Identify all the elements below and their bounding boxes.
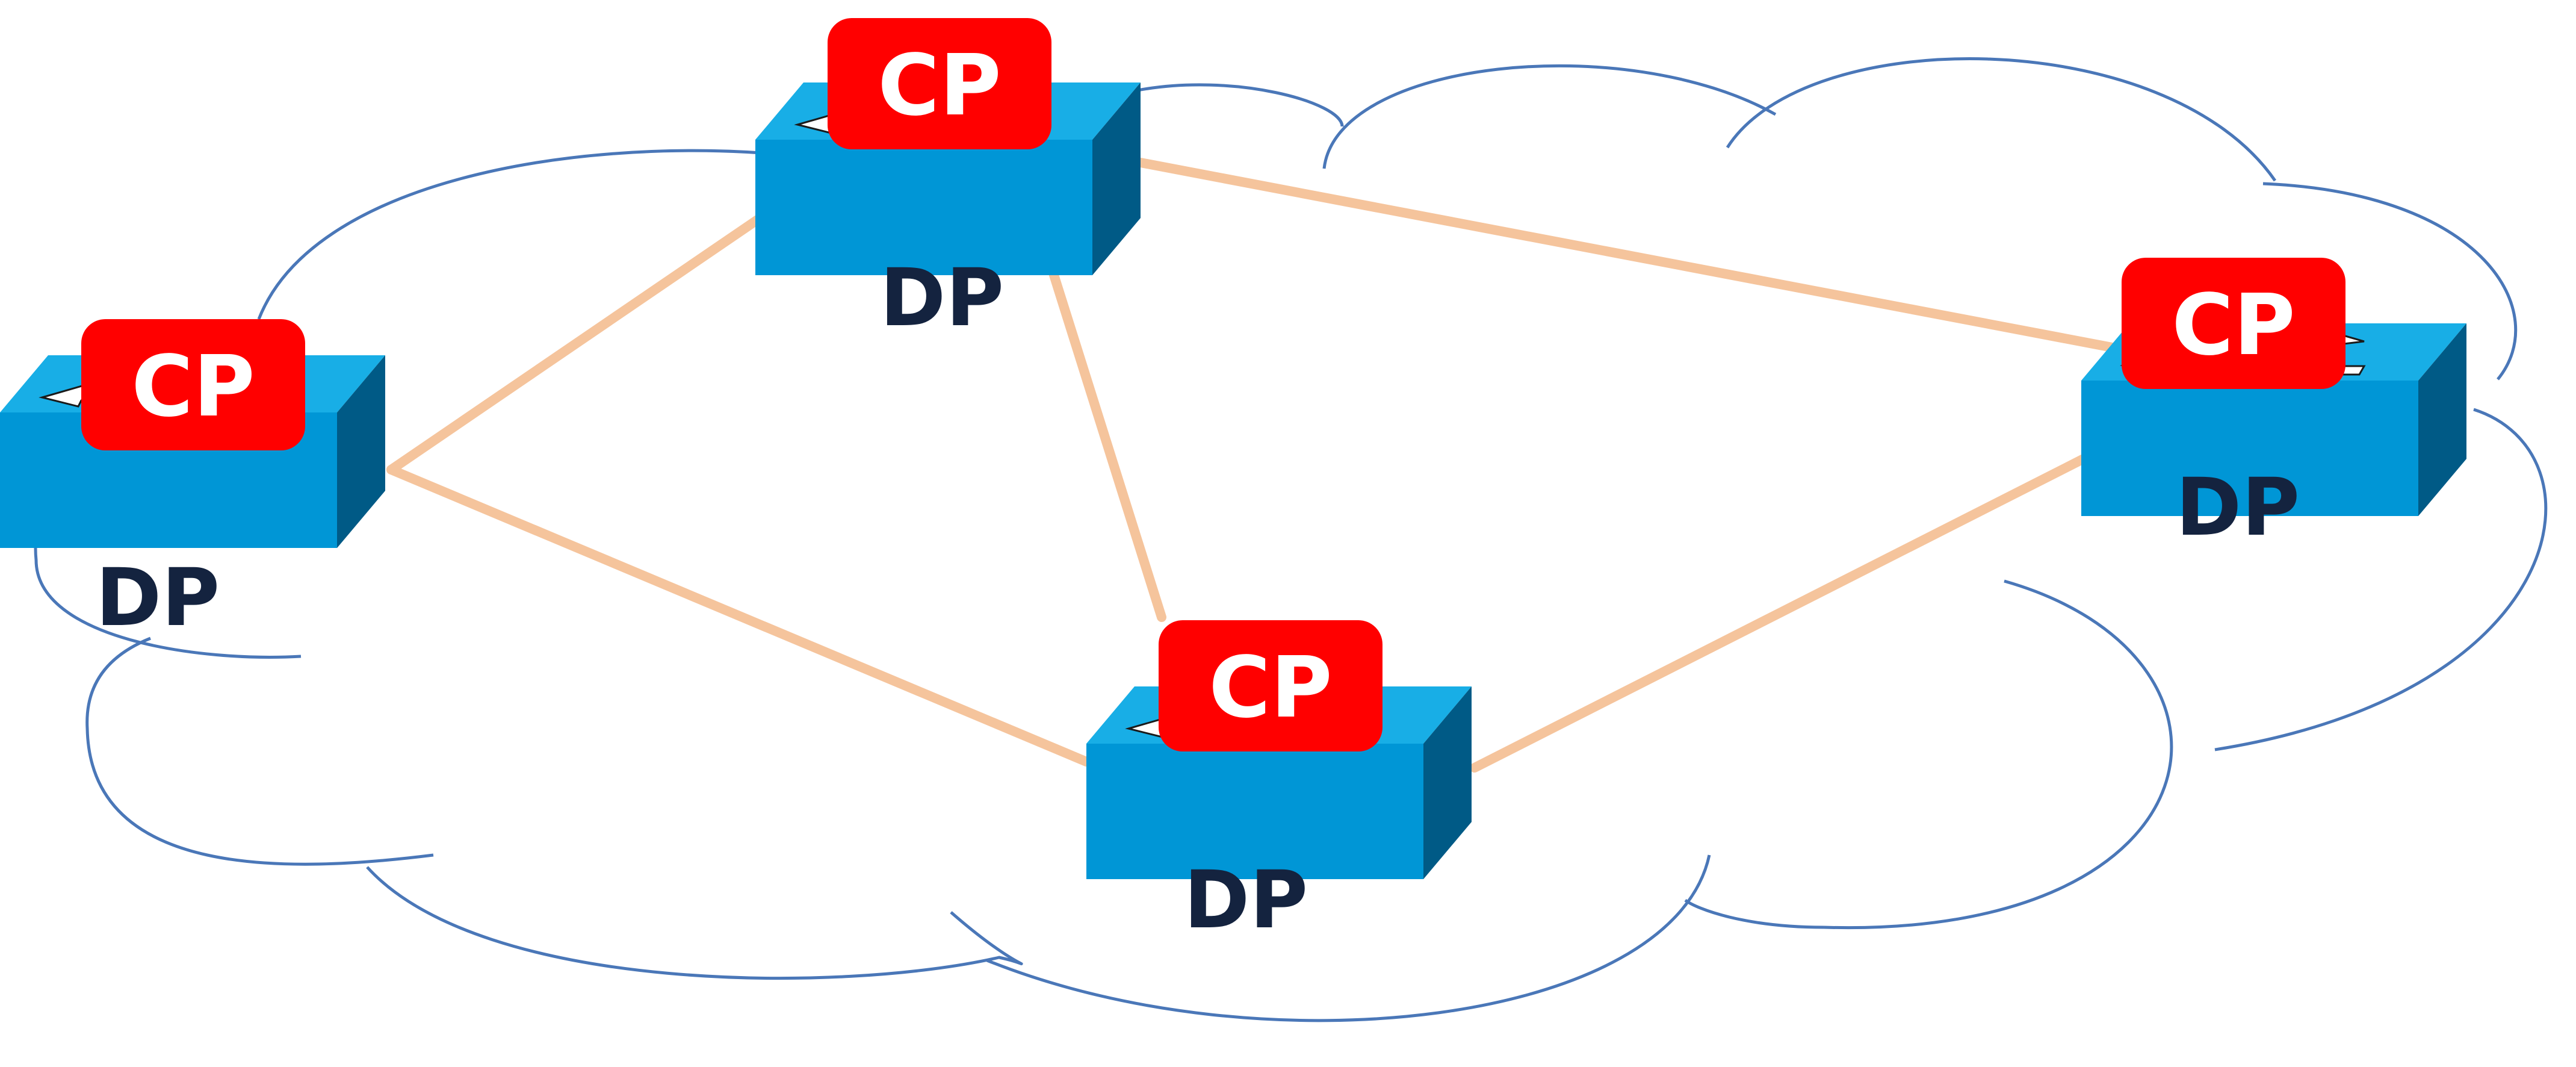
dp-label: DP [880,252,1004,344]
cp-label: CP [131,338,255,436]
cp-badge [828,18,1051,149]
cp-label: CP [2172,276,2295,375]
cp-label: CP [1209,639,1332,737]
switch-node-top[interactable]: CP DP [754,18,1142,344]
cp-badge [1159,620,1382,751]
link-left-top [386,200,784,474]
network-links [386,158,2126,773]
dp-label: DP [96,552,220,644]
dp-label: DP [2176,461,2300,554]
switch-node-left[interactable]: CP DP [0,319,386,644]
cloud-outline [34,57,2548,1022]
cp-badge [81,319,305,450]
link-bottom-right [1470,441,2114,773]
link-top-bottom [1036,230,1166,622]
link-left-bottom [386,465,1091,767]
dp-label: DP [1184,854,1308,947]
cp-badge [2122,258,2345,389]
switch-node-bottom[interactable]: CP DP [1085,620,1473,947]
switch-node-right[interactable]: CP DP [2080,258,2468,554]
link-top-right [1136,158,2126,354]
cp-label: CP [878,37,1001,135]
